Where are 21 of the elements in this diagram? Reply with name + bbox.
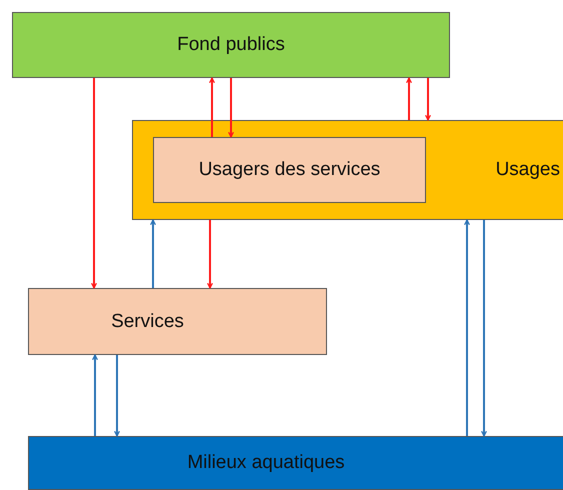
node-label: Usages — [496, 159, 560, 181]
arrow — [207, 220, 213, 289]
node-label: Milieux aquatiques — [187, 452, 345, 474]
process-box — [28, 436, 563, 490]
node-label: Usagers des services — [198, 159, 380, 181]
process-box — [28, 288, 327, 355]
arrow — [425, 78, 431, 121]
arrow — [406, 77, 412, 120]
arrow — [150, 219, 156, 288]
arrow — [92, 354, 98, 436]
process-box — [12, 12, 450, 78]
process-box — [132, 120, 563, 220]
arrow — [114, 355, 120, 437]
arrow — [464, 219, 470, 436]
node-label: Fond publics — [177, 34, 285, 56]
arrow — [228, 78, 234, 138]
node-label: Services — [111, 310, 184, 332]
arrow — [209, 77, 215, 137]
arrow — [91, 78, 97, 289]
arrow — [481, 220, 487, 437]
process-box — [153, 137, 426, 203]
